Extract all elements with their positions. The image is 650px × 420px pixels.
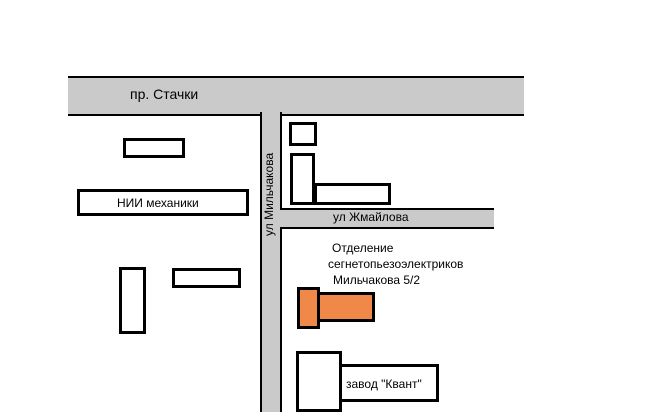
building-label-nii: НИИ механики: [117, 196, 199, 210]
road-stachki: [68, 76, 524, 116]
target-label-line1: Отделение: [332, 241, 394, 255]
target-label-line2: сегнетопьезоэлектриков: [328, 257, 464, 271]
building-nii-mechaniki: [77, 189, 249, 216]
building-small-top-left: [123, 138, 185, 158]
building-tall-upper: [290, 153, 315, 205]
building-small-square: [289, 122, 317, 146]
target-building-tall: [297, 287, 320, 329]
street-label-zhmaylova: ул Жмайлова: [333, 210, 409, 224]
target-label-line3: Мильчакова 5/2: [333, 273, 421, 287]
street-label-stachki: пр. Стачки: [130, 86, 199, 102]
target-building-wide: [313, 292, 375, 322]
road-zhmaylova: [280, 208, 494, 229]
building-label-kvant: завод "Квант": [346, 377, 422, 391]
building-left-vertical: [119, 267, 146, 334]
road-milchakova: [260, 112, 282, 412]
street-label-milchakova: ул Мильчакова: [262, 152, 276, 236]
building-kvant-main: [339, 364, 439, 402]
building-long-upper: [314, 183, 391, 205]
building-left-horizontal: [172, 268, 241, 288]
building-kvant-tall: [296, 351, 342, 412]
